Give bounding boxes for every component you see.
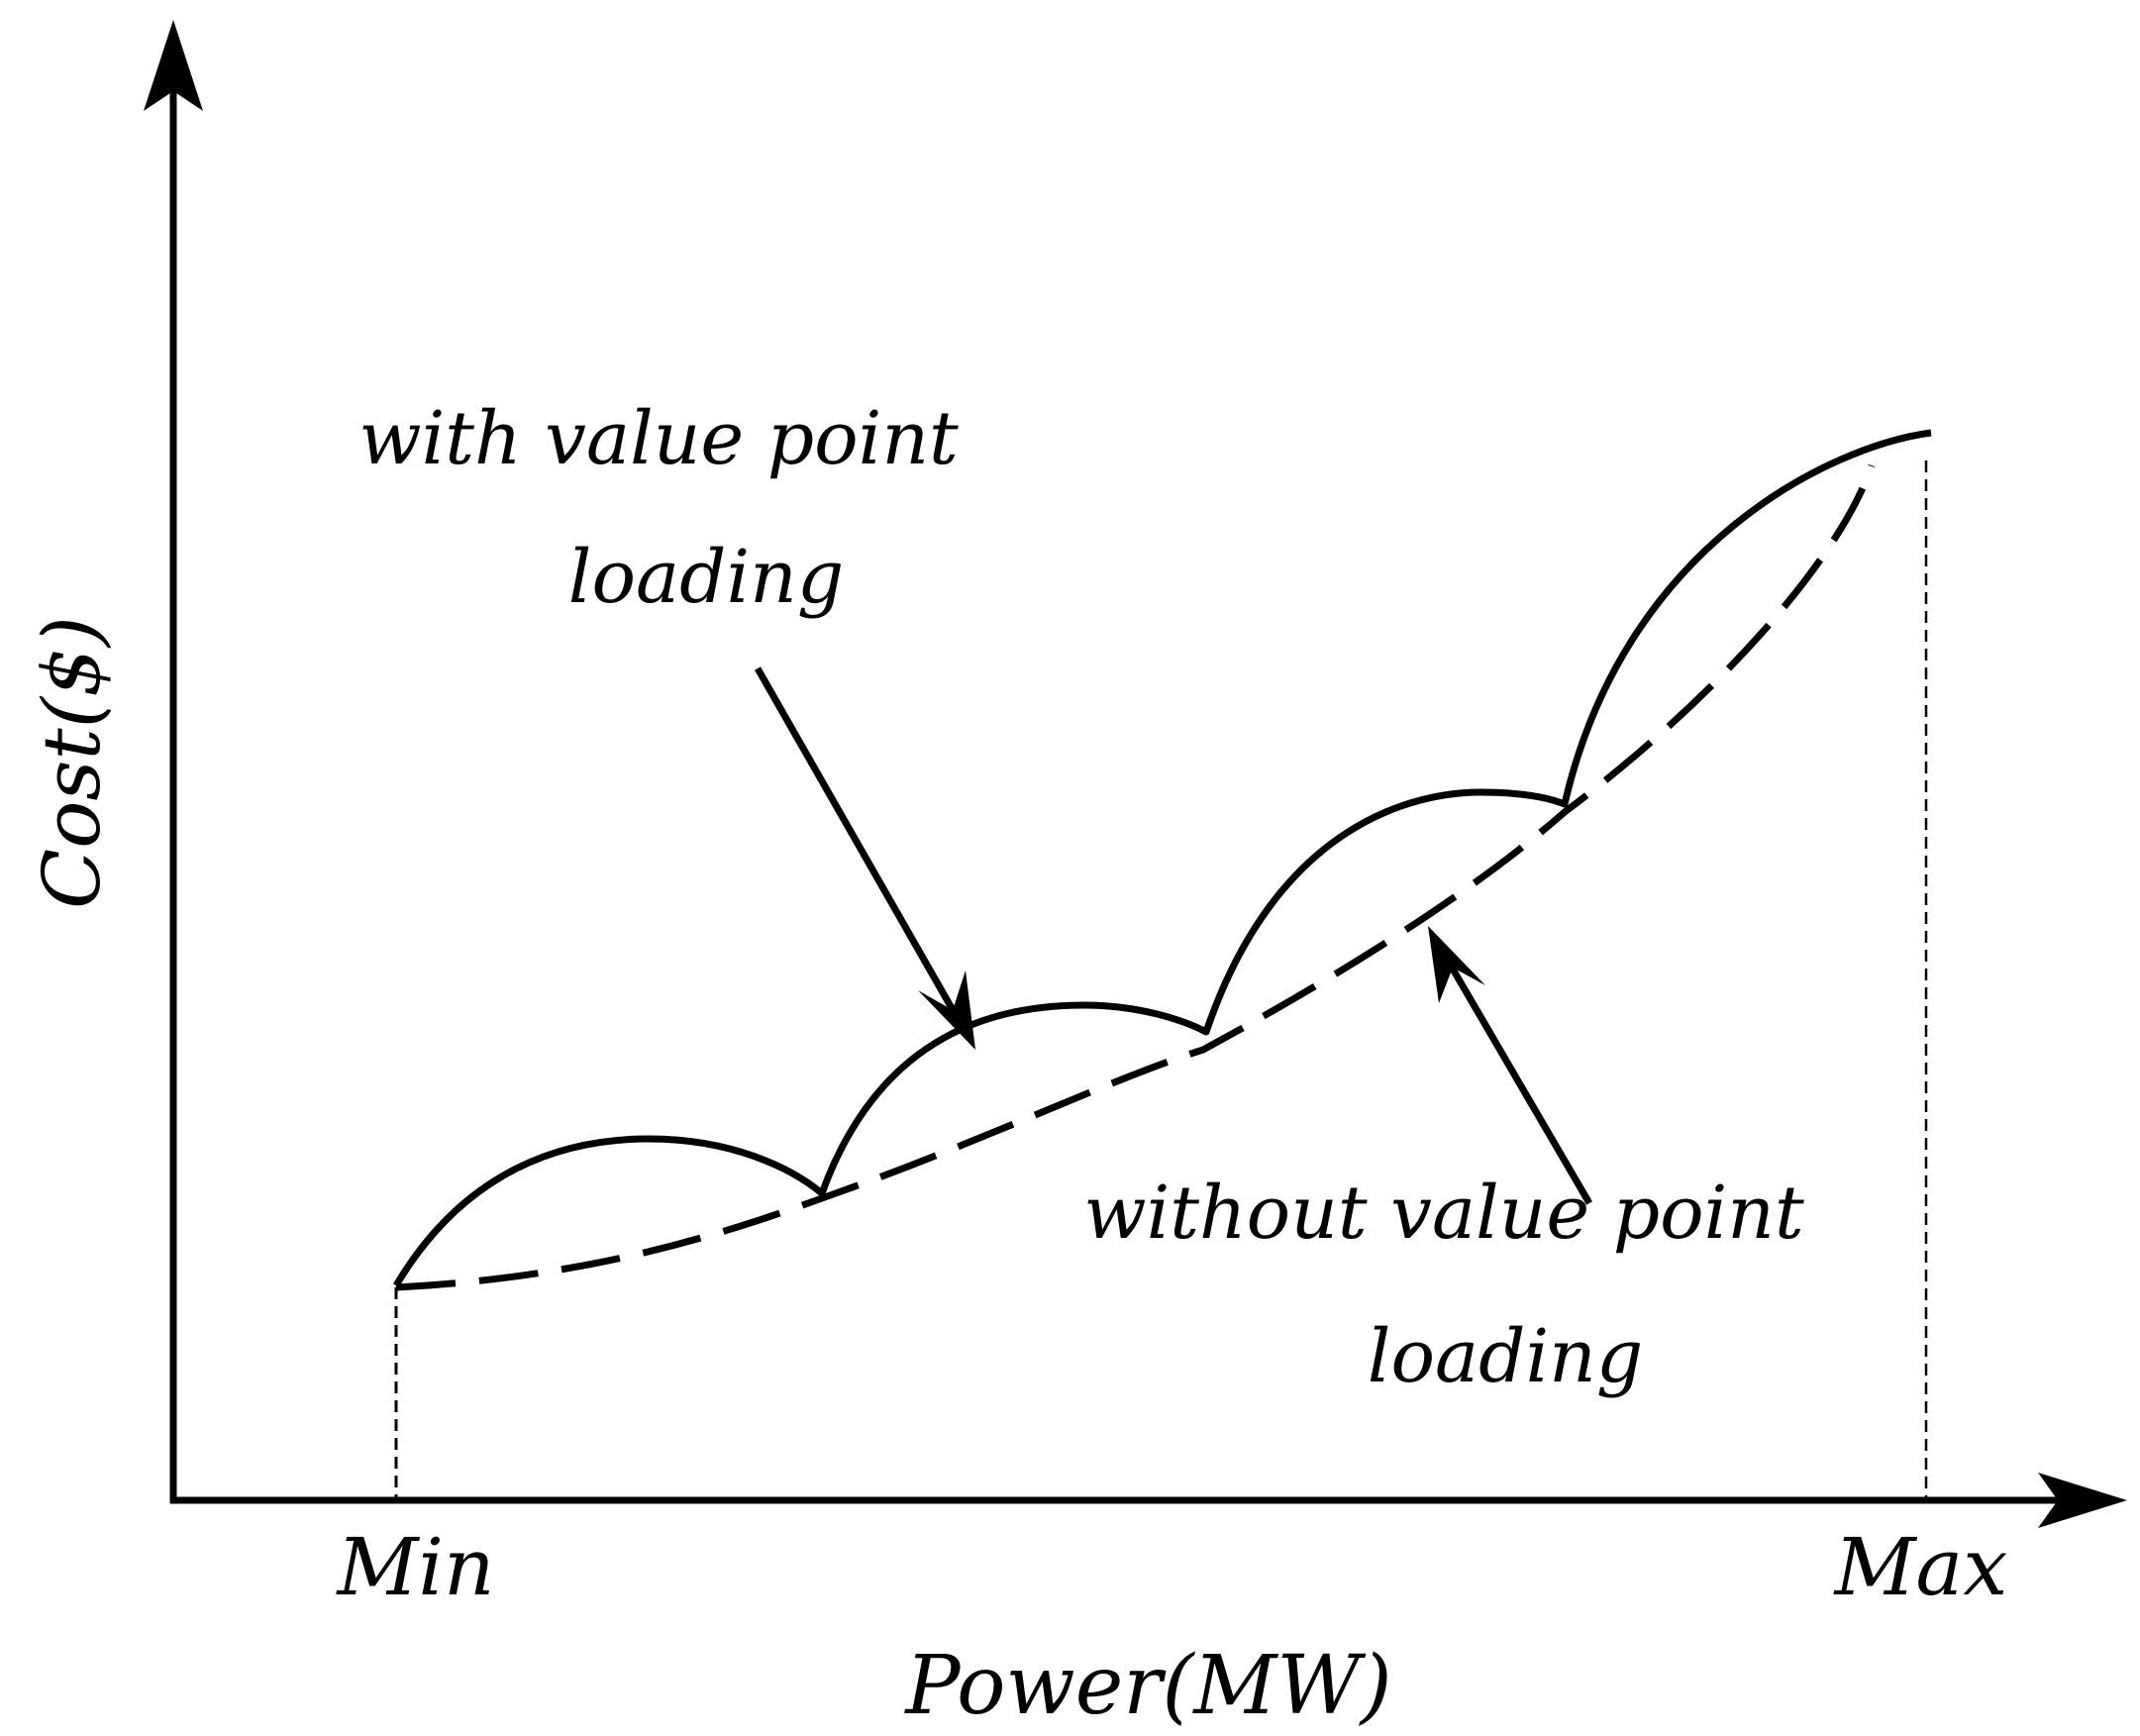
with-vpl-label-line1: with value point: [358, 396, 959, 481]
x-tick-min: Min: [335, 1521, 494, 1613]
without-vpl-label-line1: without value point: [1083, 1171, 1804, 1256]
cost-curve-without-vpl: [395, 463, 1876, 1291]
cost-curve-with-vpl: [392, 429, 1932, 1287]
with-vpl-arrow-shaft: [754, 666, 960, 1017]
without-vpl-arrow-shaft: [1447, 964, 1593, 1205]
y-axis-arrowhead: [144, 20, 203, 111]
without-vpl-arrowhead: [1428, 926, 1485, 1003]
with-vpl-label-line2: loading: [568, 535, 844, 620]
x-tick-max: Max: [1833, 1521, 2008, 1613]
with-vpl-arrowhead: [918, 970, 975, 1050]
y-axis-label: Cost($): [26, 616, 118, 909]
x-axis-label: Power(MW): [903, 1639, 1391, 1733]
without-vpl-label-line2: loading: [1368, 1314, 1643, 1399]
x-axis-arrowhead: [2038, 1473, 2127, 1528]
